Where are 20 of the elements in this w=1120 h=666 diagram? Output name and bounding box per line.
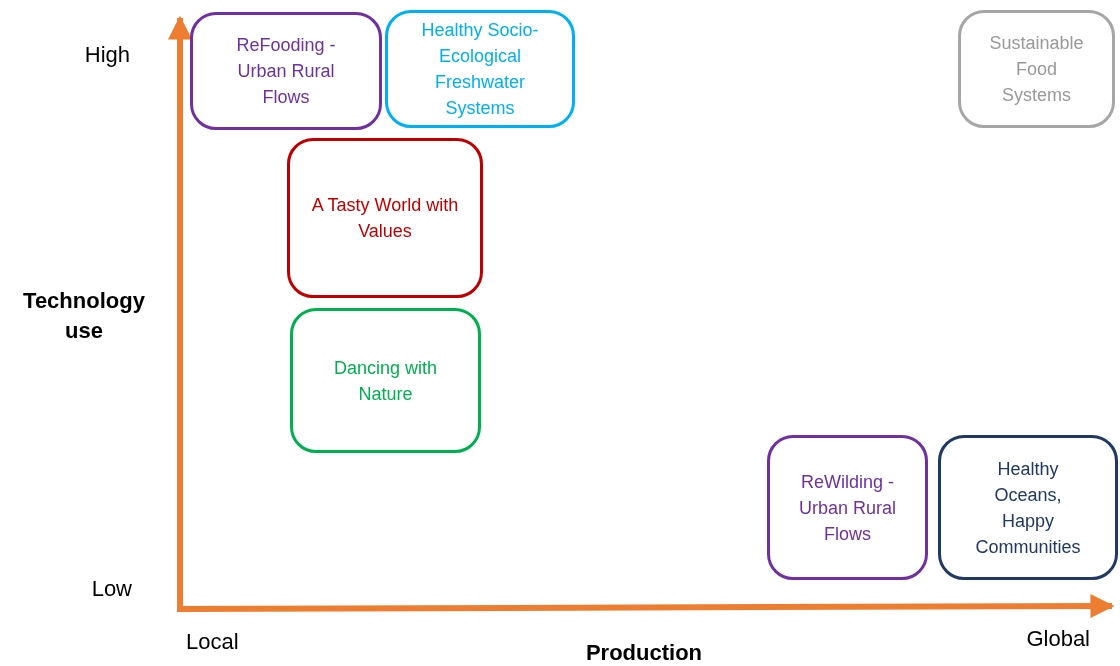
scenario-label: ReFooding - Urban Rural Flows	[235, 34, 337, 109]
scenario-label: A Tasty World with Values	[310, 194, 460, 243]
axis-tick-label: Local	[186, 628, 240, 656]
scenario-box	[287, 138, 483, 298]
axis-tick-label: Global	[1025, 625, 1090, 653]
scenario-label: ReWilding - Urban Rural Flows	[797, 470, 897, 546]
scenario-box	[958, 10, 1115, 128]
scenario-box	[290, 308, 481, 453]
scenario-label: Healthy Oceans, Happy Communities	[974, 457, 1082, 559]
axis-title: Technology use	[22, 287, 146, 345]
scenario-box	[767, 435, 928, 580]
scenario-label: Sustainable Food Systems	[988, 32, 1085, 107]
scenario-box	[190, 12, 382, 130]
axis-tick-label: High	[83, 41, 130, 69]
scenario-box	[938, 435, 1118, 580]
scenario-label: Dancing with Nature	[332, 356, 439, 406]
axis-title: Production	[584, 639, 704, 666]
scenario-label: Healthy Socio-Ecological Freshwater Systems	[420, 19, 540, 120]
axis-tick-label: Low	[90, 575, 132, 603]
scenario-box	[385, 10, 575, 128]
